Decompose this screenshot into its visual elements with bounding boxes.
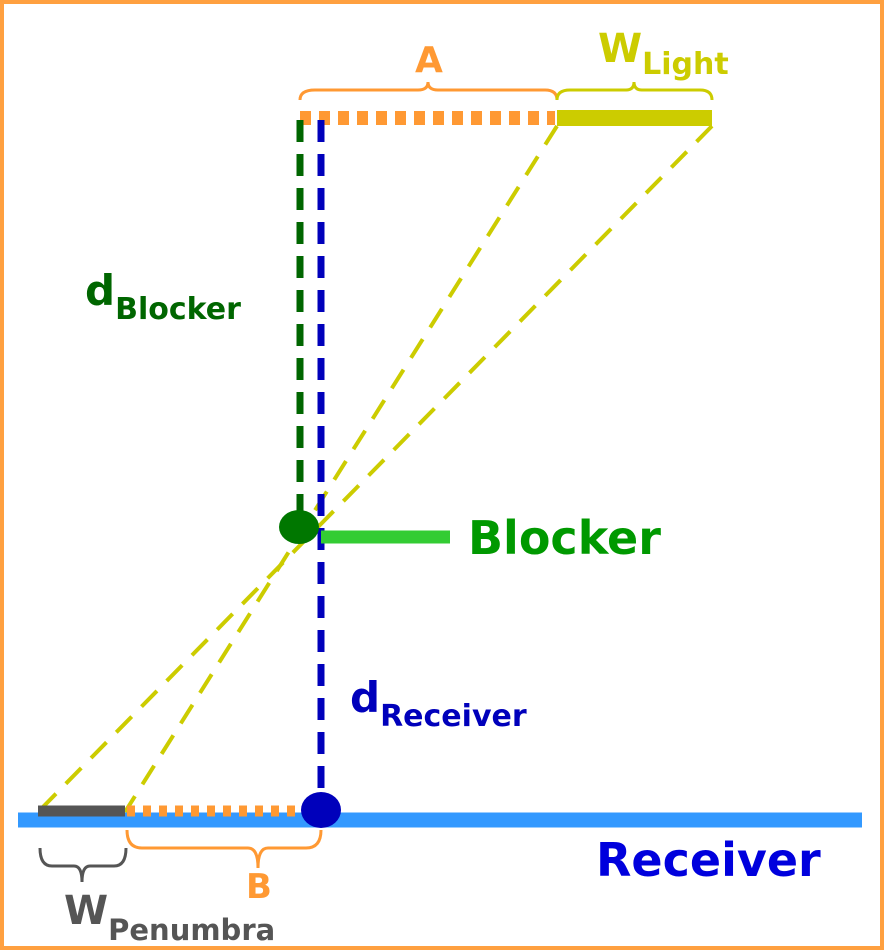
receiver-point bbox=[301, 792, 341, 828]
brace-w-light bbox=[555, 81, 714, 101]
label-d-blocker: dBlocker bbox=[85, 266, 241, 327]
light-ray-inner bbox=[123, 124, 559, 814]
brace-w-penumbra bbox=[38, 847, 128, 883]
label-w-penumbra: WPenumbra bbox=[64, 888, 275, 947]
label-receiver: Receiver bbox=[596, 833, 821, 887]
label-w-light: WLight bbox=[598, 26, 729, 82]
label-blocker: Blocker bbox=[468, 511, 661, 565]
label-b: B bbox=[246, 867, 272, 907]
blocker-point bbox=[279, 510, 319, 544]
label-d-receiver: dReceiver bbox=[350, 673, 527, 734]
brace-b bbox=[125, 829, 323, 869]
label-a: A bbox=[415, 40, 443, 81]
light-ray-outer bbox=[36, 124, 714, 814]
brace-a bbox=[298, 81, 559, 101]
